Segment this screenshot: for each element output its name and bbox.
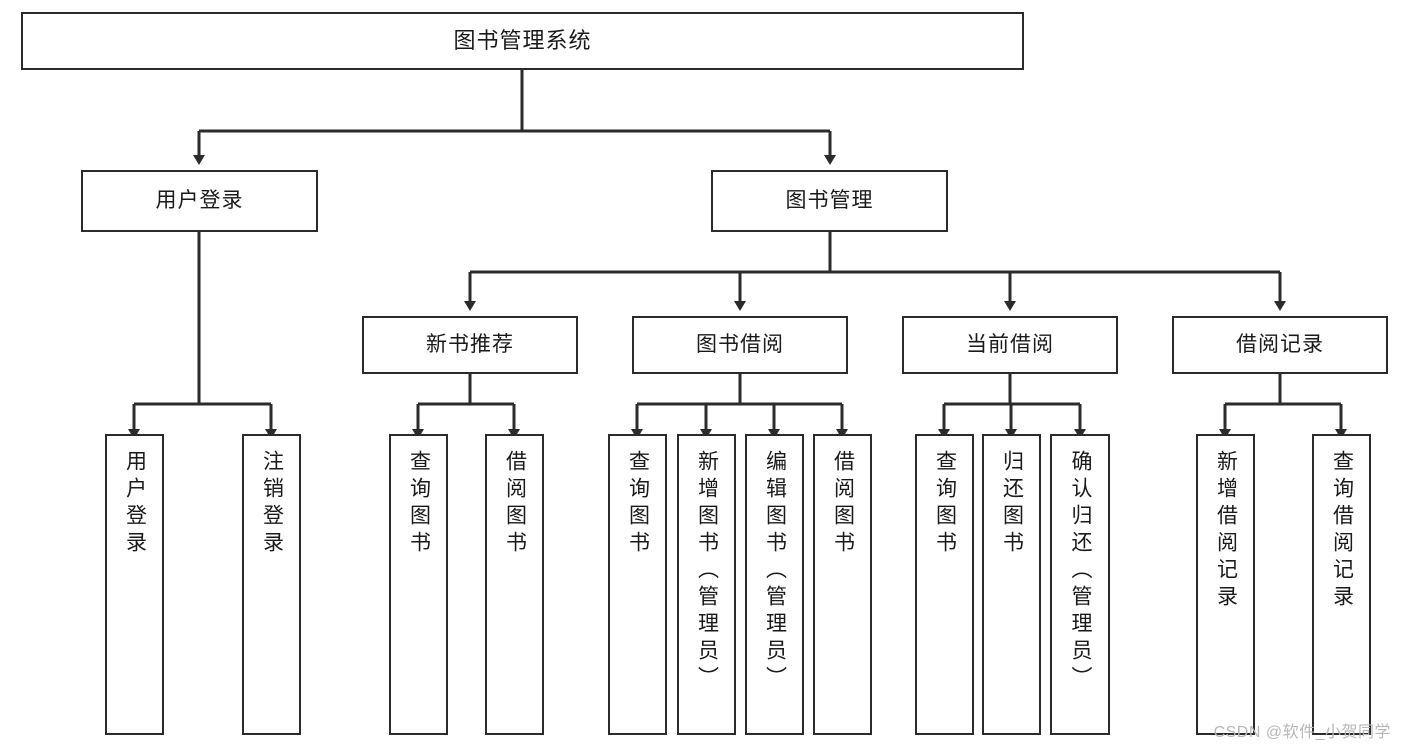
node-book-borrow-label: 图书借阅 [696, 333, 784, 357]
node-leaf-user-login-label: 用户登录 [123, 450, 147, 558]
node-leaf-query-book-1[interactable]: 查询图书 [389, 434, 448, 735]
node-leaf-add-book[interactable]: 新增图书（管理员） [677, 434, 736, 735]
node-book-manage[interactable]: 图书管理 [711, 170, 948, 232]
node-user-login[interactable]: 用户登录 [81, 170, 318, 232]
node-leaf-query-book-3-label: 查询图书 [933, 450, 957, 558]
node-user-login-label: 用户登录 [155, 189, 244, 213]
node-leaf-logout-login-label: 注销登录 [260, 450, 284, 558]
node-leaf-borrow-book-2-label: 借阅图书 [831, 450, 855, 558]
node-current-borrow-label: 当前借阅 [966, 333, 1054, 357]
node-leaf-borrow-book-2[interactable]: 借阅图书 [813, 434, 872, 735]
csdn-watermark: CSDN @软件_小贺同学 [1213, 724, 1391, 741]
node-leaf-logout-login[interactable]: 注销登录 [242, 434, 301, 735]
node-new-book-recommend-label: 新书推荐 [426, 333, 514, 357]
node-leaf-query-book-3[interactable]: 查询图书 [915, 434, 974, 735]
node-book-borrow[interactable]: 图书借阅 [632, 316, 848, 374]
node-leaf-add-record[interactable]: 新增借阅记录 [1196, 434, 1255, 735]
node-leaf-query-book-1-label: 查询图书 [407, 450, 431, 558]
node-leaf-edit-book-label: 编辑图书（管理员） [763, 450, 787, 693]
node-leaf-confirm-return-label: 确认归还（管理员） [1069, 450, 1093, 693]
node-book-manage-label: 图书管理 [785, 189, 874, 213]
node-leaf-query-book-2-label: 查询图书 [626, 450, 650, 558]
node-leaf-borrow-book-1-label: 借阅图书 [503, 450, 527, 558]
node-current-borrow[interactable]: 当前借阅 [902, 316, 1118, 374]
node-leaf-query-book-2[interactable]: 查询图书 [608, 434, 667, 735]
node-leaf-borrow-book-1[interactable]: 借阅图书 [485, 434, 544, 735]
node-leaf-confirm-return[interactable]: 确认归还（管理员） [1050, 434, 1110, 735]
node-borrow-record-label: 借阅记录 [1236, 333, 1324, 357]
node-leaf-add-record-label: 新增借阅记录 [1214, 450, 1238, 612]
node-root-label: 图书管理系统 [453, 27, 592, 53]
node-leaf-query-record-label: 查询借阅记录 [1330, 450, 1354, 612]
node-leaf-user-login[interactable]: 用户登录 [105, 434, 164, 735]
node-leaf-return-book[interactable]: 归还图书 [982, 434, 1041, 735]
node-leaf-add-book-label: 新增图书（管理员） [695, 450, 719, 693]
node-leaf-return-book-label: 归还图书 [1000, 450, 1024, 558]
node-new-book-recommend[interactable]: 新书推荐 [362, 316, 578, 374]
node-root[interactable]: 图书管理系统 [21, 12, 1024, 70]
node-leaf-edit-book[interactable]: 编辑图书（管理员） [745, 434, 804, 735]
node-leaf-query-record[interactable]: 查询借阅记录 [1312, 434, 1371, 735]
node-borrow-record[interactable]: 借阅记录 [1172, 316, 1388, 374]
